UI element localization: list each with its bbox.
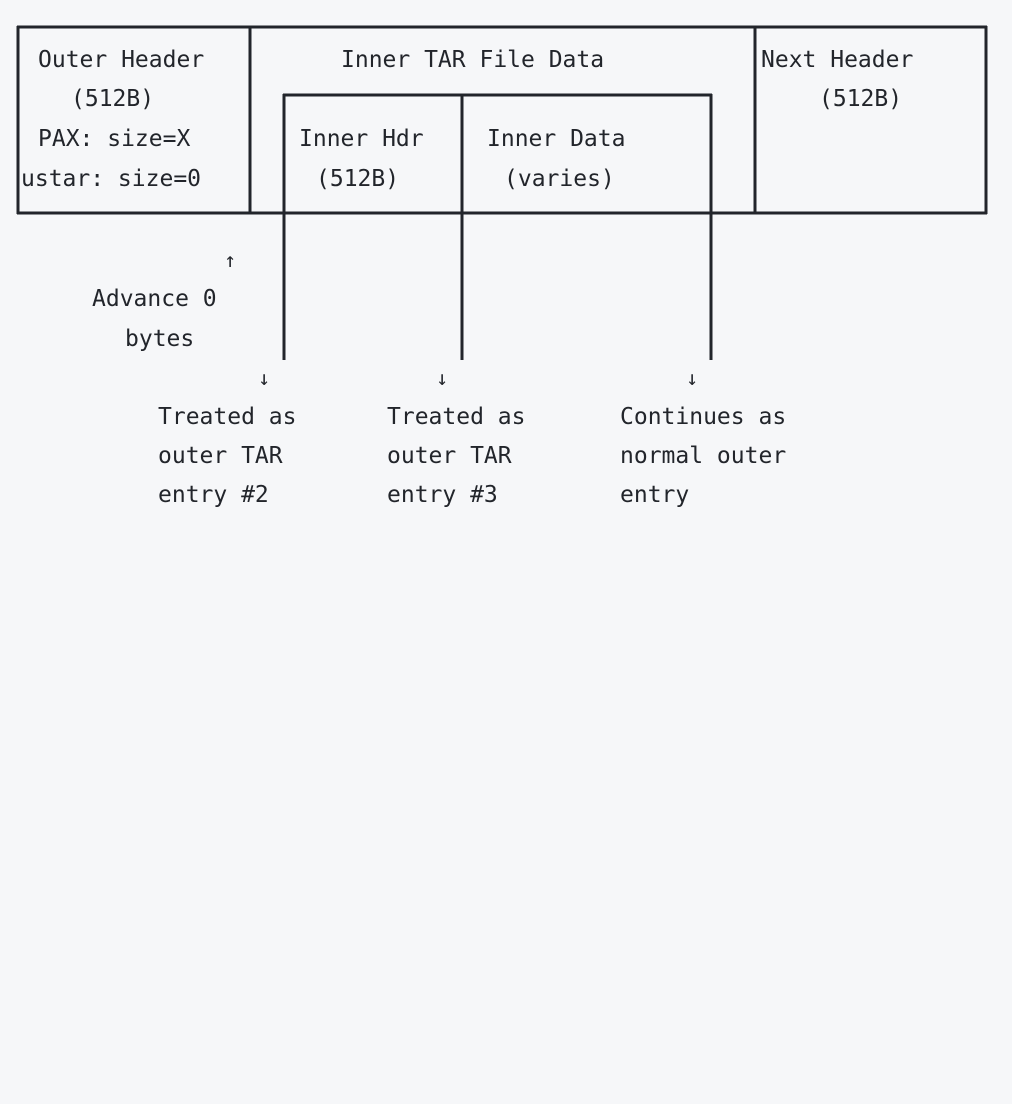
next-header-title: Next Header (761, 47, 914, 73)
advance-label-line-1: Advance 0 (92, 286, 217, 312)
callout-1-line-3: entry #2 (158, 482, 269, 508)
callout-3-line-3: entry (620, 482, 690, 508)
outer-header-pax-line: PAX: size=X (38, 126, 191, 152)
callout-2-down-arrow-icon: ↓ (436, 366, 449, 390)
callout-3-down-arrow-icon: ↓ (686, 366, 699, 390)
advance-up-arrow-icon: ↑ (224, 248, 237, 272)
advance-label-line-2: bytes (125, 326, 195, 352)
inner-data-title: Inner Data (487, 126, 626, 152)
inner-data-size: (varies) (504, 166, 615, 192)
callout-2-line-1: Treated as (387, 404, 526, 430)
inner-tar-file-data-title: Inner TAR File Data (341, 47, 605, 73)
diagram-text-layer: Outer Header Inner TAR File Data Next He… (21, 47, 914, 508)
inner-hdr-size: (512B) (316, 166, 400, 192)
callout-2-line-3: entry #3 (387, 482, 498, 508)
callout-3-line-1: Continues as (620, 404, 787, 430)
tar-nesting-diagram: Outer Header Inner TAR File Data Next He… (16, 25, 988, 508)
callout-3-line-2: normal outer (620, 443, 787, 469)
inner-hdr-title: Inner Hdr (299, 126, 424, 152)
outer-header-size: (512B) (71, 86, 155, 112)
outer-header-title: Outer Header (38, 47, 205, 73)
next-header-size: (512B) (819, 86, 903, 112)
callout-1-line-1: Treated as (158, 404, 297, 430)
callout-1-down-arrow-icon: ↓ (258, 366, 271, 390)
callout-1-line-2: outer TAR (158, 443, 283, 469)
callout-2-line-2: outer TAR (387, 443, 512, 469)
outer-header-ustar-line: ustar: size=0 (21, 166, 202, 192)
